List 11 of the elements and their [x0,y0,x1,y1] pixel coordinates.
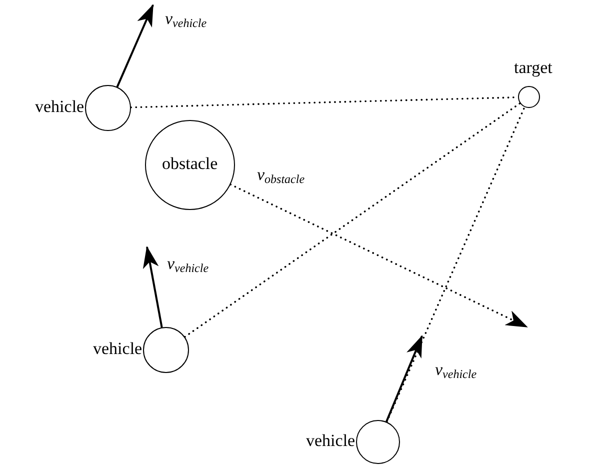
node-label: target [514,59,552,76]
node-label: vehicle [306,432,356,448]
node-label: vehicle [35,98,84,114]
node-label: vehicle [93,340,142,356]
arrow [142,246,163,328]
arrow [386,335,423,422]
connector-line [184,102,521,338]
connector-line [386,106,526,423]
node-label: obstacle [162,154,218,172]
arrow [116,4,154,88]
arrow [230,184,528,328]
